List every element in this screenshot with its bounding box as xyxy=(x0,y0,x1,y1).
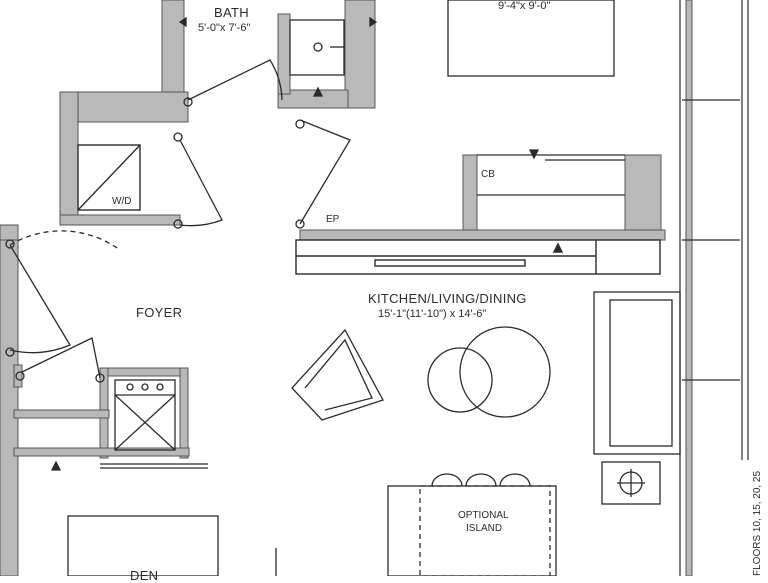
sink-drain xyxy=(313,42,323,52)
kitchen-counter xyxy=(295,239,661,275)
island-label-line2: ISLAND xyxy=(466,523,503,534)
floors-note: FLOORS 10, 15, 20, 25 xyxy=(752,470,763,576)
washer-dryer-label: W/D xyxy=(112,196,132,207)
closet-cb xyxy=(477,149,625,196)
doors xyxy=(5,119,351,383)
bath-dimensions: 5'-0"x 7'-6" xyxy=(198,22,251,34)
bedroom-dimensions: 9'-4"x 9'-0" xyxy=(498,0,551,12)
optional-island xyxy=(387,473,557,576)
foyer-closet xyxy=(50,379,208,471)
washer-dryer xyxy=(77,144,141,211)
walls xyxy=(0,0,693,576)
bath-door-swing xyxy=(187,59,283,101)
bedroom-bed xyxy=(447,0,615,77)
living-furniture xyxy=(291,291,681,505)
kitchen-living-dining-label: KITCHEN/LIVING/DINING xyxy=(368,291,527,306)
exterior-glazing xyxy=(679,0,749,576)
foyer-label: FOYER xyxy=(136,305,183,320)
kitchen-living-dining-dimensions: 15'-1"(11'-10") x 14'-6" xyxy=(378,308,487,320)
electrical-panel-label: EP xyxy=(326,214,340,225)
bath-fixtures xyxy=(178,16,378,107)
island-label-line1: OPTIONAL xyxy=(458,510,509,521)
den-furniture xyxy=(67,515,277,576)
closet-label: CB xyxy=(481,169,495,180)
bath-label: BATH xyxy=(214,5,249,20)
